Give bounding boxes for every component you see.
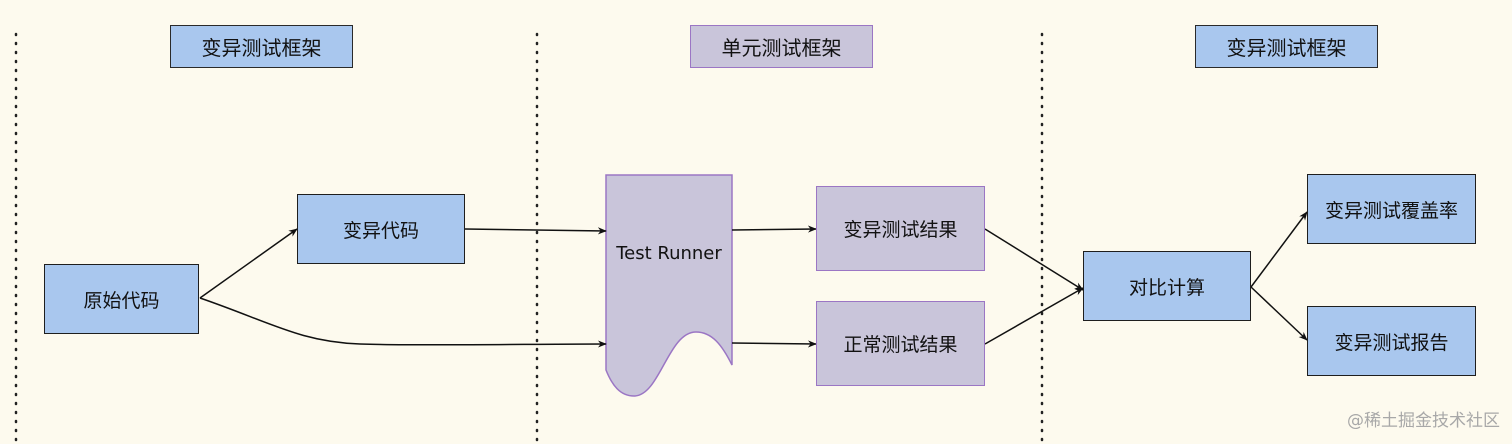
node-mutant-code: 变异代码	[297, 194, 465, 264]
node-mutation-test-result: 变异测试结果	[816, 186, 985, 271]
arrow-original-to-mutant	[199, 228, 298, 299]
node-normal-test-result: 正常测试结果	[816, 301, 985, 386]
node-original-code: 原始代码	[44, 264, 199, 334]
arrow-runner-to-normal-result	[731, 340, 817, 348]
node-mutation-report: 变异测试报告	[1307, 306, 1476, 376]
arrow-mutant-to-runner	[464, 227, 607, 235]
test-runner-shape	[605, 174, 733, 397]
arrow-normal-result-to-compare	[984, 287, 1084, 345]
arrow-compare-to-coverage	[1250, 211, 1308, 288]
header-unit-test-framework: 单元测试框架	[690, 25, 873, 68]
arrow-mutation-result-to-compare	[984, 228, 1084, 291]
arrow-compare-to-report	[1250, 286, 1308, 341]
watermark-text: @稀土掘金技术社区	[1347, 410, 1500, 431]
node-test-runner-label: Test Runner	[616, 242, 722, 264]
arrow-runner-to-mutation-result	[731, 225, 817, 233]
node-compare-calculation: 对比计算	[1083, 251, 1251, 321]
header-mutation-framework-right: 变异测试框架	[1195, 25, 1378, 68]
node-mutation-coverage: 变异测试覆盖率	[1307, 174, 1476, 244]
header-mutation-framework-left: 变异测试框架	[170, 25, 353, 68]
arrow-original-to-runner	[199, 297, 607, 348]
